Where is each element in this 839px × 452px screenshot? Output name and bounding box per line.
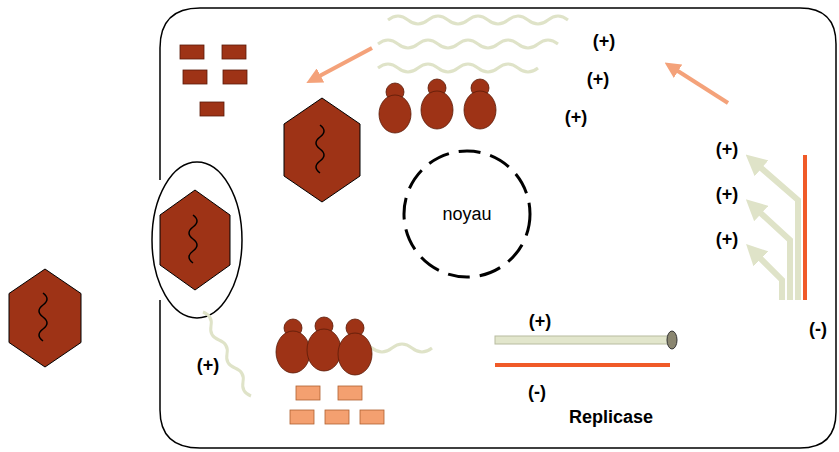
viral-genome <box>316 125 324 173</box>
strand-polarity: (+) <box>714 230 741 250</box>
ribosomes <box>276 317 372 375</box>
plus-strand <box>495 336 670 344</box>
virus-particle <box>284 98 360 202</box>
flow-arrow <box>312 48 372 80</box>
strand-polarity: (+) <box>527 312 554 332</box>
strand-polarity: (+) <box>714 185 741 205</box>
strand-polarity: (+) <box>591 32 618 52</box>
nucleus-label: noyau <box>442 204 491 225</box>
strand-polarity: (+) <box>563 108 590 128</box>
replicase-enzyme <box>667 331 677 349</box>
capsid-proteins <box>180 45 247 116</box>
strand-polarity: (-) <box>807 320 829 340</box>
flow-arrow <box>670 66 728 103</box>
new-plus-strands <box>752 160 798 300</box>
minus-strand <box>495 363 670 367</box>
minus-strand <box>803 155 807 300</box>
viral-proteins <box>290 386 384 424</box>
nucleus: noyau <box>402 149 532 279</box>
viral-genome <box>39 293 47 341</box>
endocytic-vesicle <box>152 162 242 318</box>
ribosomes <box>379 79 496 133</box>
virus-particle <box>160 190 230 290</box>
cell-membrane <box>160 8 836 448</box>
strand-polarity: (+) <box>585 70 612 90</box>
strand-polarity: (+) <box>195 356 222 376</box>
strand-polarity: (+) <box>714 140 741 160</box>
virus-particle <box>9 269 81 367</box>
viral-genome <box>189 215 197 263</box>
enzyme-label: Replicase <box>567 408 655 428</box>
strand-polarity: (-) <box>526 383 548 403</box>
nuclear-envelope <box>404 151 530 277</box>
